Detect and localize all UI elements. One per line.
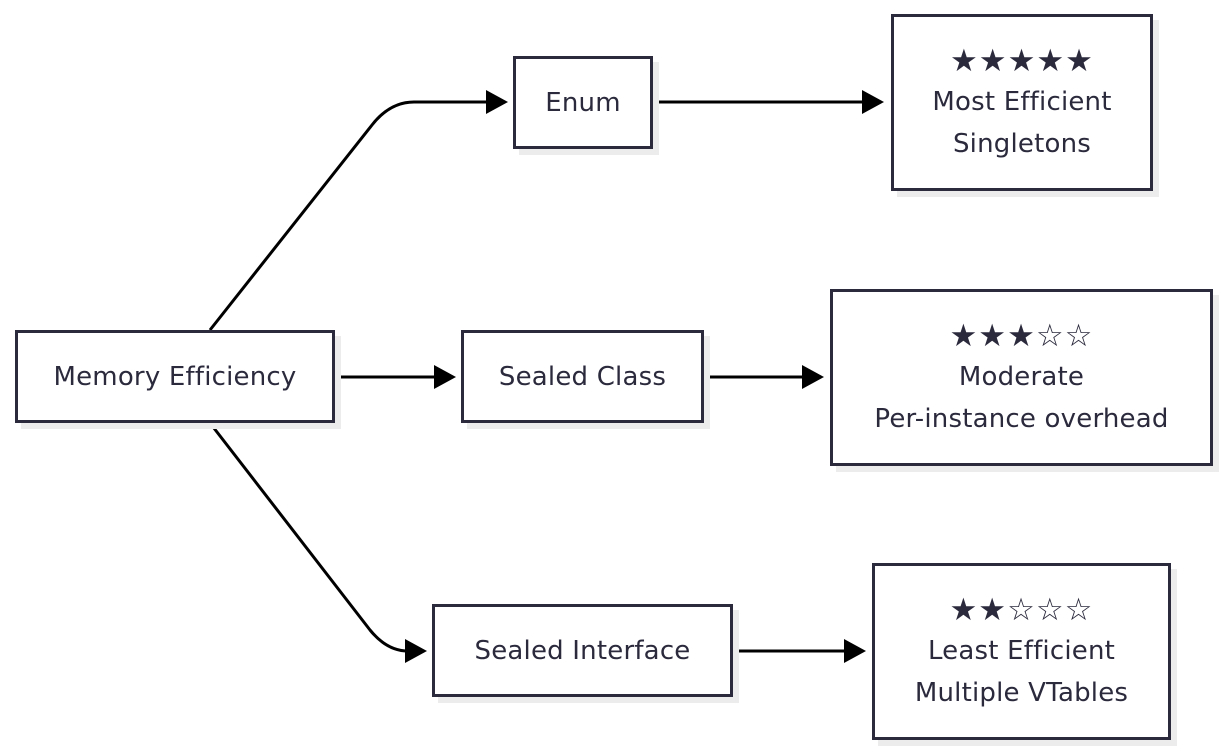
arrowhead-result-1 xyxy=(862,90,884,114)
result-title: Most Efficient xyxy=(932,86,1112,117)
edge-root-to-sealed-interface xyxy=(208,422,412,653)
enum-result-node: ★★★★★ Most Efficient Singletons xyxy=(891,14,1153,191)
sealed-interface-node: Sealed Interface xyxy=(432,604,733,697)
sealed-interface-result-node: ★★☆☆☆ Least Efficient Multiple VTables xyxy=(872,563,1171,740)
star-rating: ★★★★★ xyxy=(950,42,1094,79)
sealed-interface-label: Sealed Interface xyxy=(474,635,691,666)
root-label: Memory Efficiency xyxy=(53,361,297,392)
arrowhead-enum xyxy=(486,90,508,114)
sealed-class-label: Sealed Class xyxy=(498,361,667,392)
enum-label: Enum xyxy=(545,87,621,118)
result-detail: Multiple VTables xyxy=(914,677,1129,708)
result-detail: Per-instance overhead xyxy=(874,403,1169,434)
root-node: Memory Efficiency xyxy=(15,330,335,423)
star-rating: ★★★☆☆ xyxy=(949,317,1094,354)
result-detail: Singletons xyxy=(952,128,1092,159)
enum-node: Enum xyxy=(513,56,653,149)
result-title: Moderate xyxy=(958,361,1085,392)
sealed-class-result-node: ★★★☆☆ Moderate Per-instance overhead xyxy=(830,289,1213,466)
result-title: Least Efficient xyxy=(927,635,1116,666)
star-rating: ★★☆☆☆ xyxy=(949,591,1094,628)
arrowhead-result-3 xyxy=(844,639,866,663)
edge-root-to-enum xyxy=(208,100,505,331)
arrowhead-sealed-interface xyxy=(405,639,427,663)
arrowhead-result-2 xyxy=(802,365,824,389)
arrowhead-sealed-class xyxy=(434,365,456,389)
sealed-class-node: Sealed Class xyxy=(461,330,704,423)
